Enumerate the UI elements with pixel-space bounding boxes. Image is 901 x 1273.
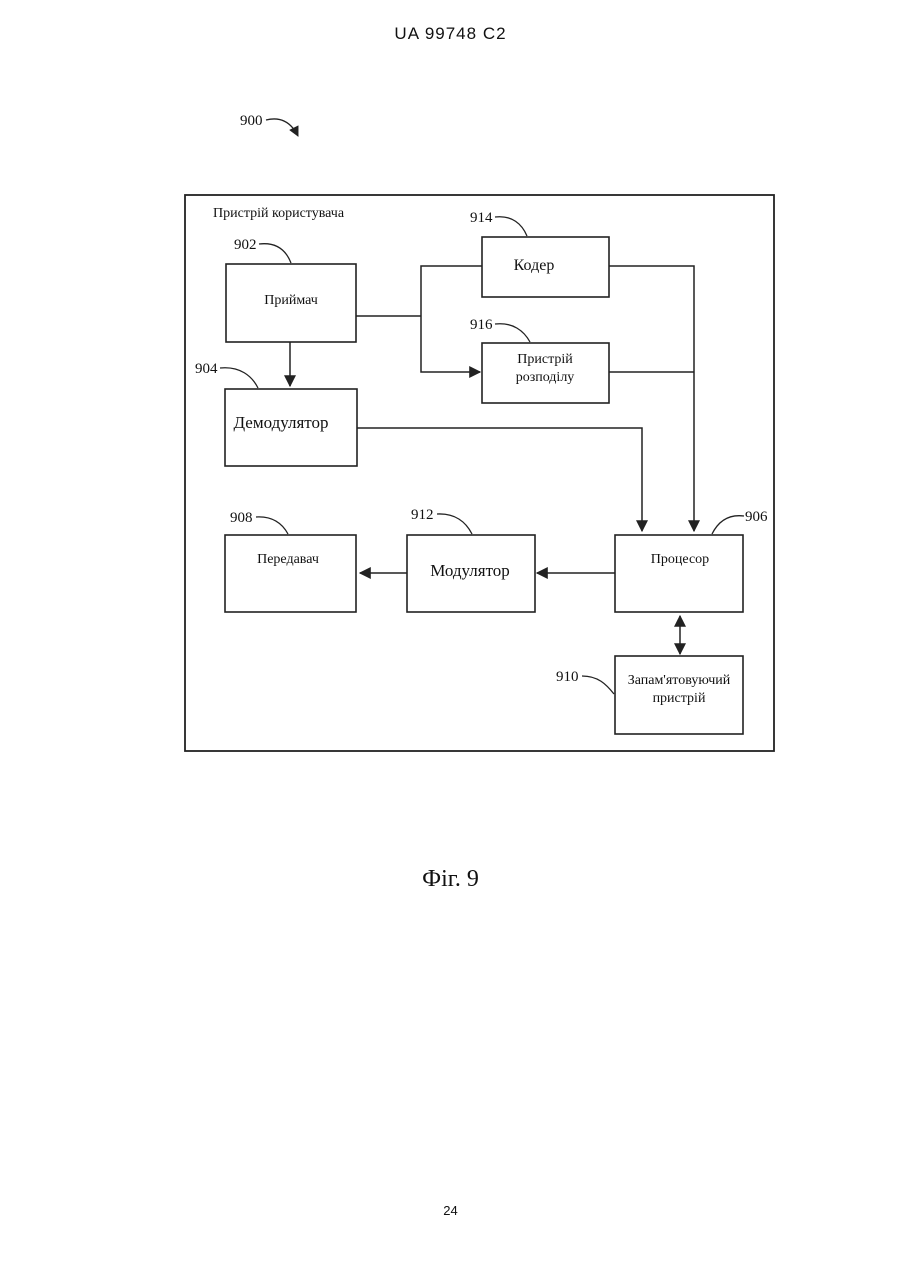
wire-branch-to-coder	[421, 266, 482, 316]
ref-906-leader	[712, 516, 744, 534]
ref-900-arrow	[266, 119, 298, 136]
figure-caption: Фіг. 9	[0, 866, 901, 893]
memory-label-line1: Запам'ятовуючий	[628, 673, 731, 688]
ref-910: 910	[556, 669, 579, 685]
demodulator-label: Демодулятор	[233, 413, 328, 432]
ref-912: 912	[411, 507, 434, 523]
coder-label: Кодер	[514, 257, 555, 274]
ref-908: 908	[230, 510, 253, 526]
splitter-label-line1: Пристрій	[517, 352, 573, 367]
ref-908-leader	[256, 517, 288, 534]
wire-coder-to-processor	[609, 266, 694, 531]
memory-label-line2: пристрій	[653, 691, 706, 706]
ref-916: 916	[470, 317, 493, 333]
ref-916-leader	[495, 324, 530, 342]
ref-904-leader	[220, 368, 258, 388]
ref-912-leader	[437, 514, 472, 534]
ref-914: 914	[470, 210, 493, 226]
processor-block	[615, 535, 743, 612]
page-number: 24	[0, 1203, 901, 1218]
ref-914-leader	[495, 217, 527, 236]
transmitter-block	[225, 535, 356, 612]
ref-902: 902	[234, 237, 257, 253]
ref-906: 906	[745, 509, 768, 525]
transmitter-label: Передавач	[257, 552, 319, 567]
splitter-label-line2: розподілу	[516, 370, 575, 385]
ref-904: 904	[195, 361, 218, 377]
processor-label: Процесор	[651, 552, 709, 567]
user-device-label: Пристрій користувача	[213, 206, 345, 221]
ref-910-leader	[582, 676, 614, 694]
modulator-label: Модулятор	[430, 561, 510, 580]
receiver-label: Приймач	[264, 293, 318, 308]
ref-902-leader	[259, 244, 291, 263]
wire-demodulator-to-processor	[357, 428, 642, 531]
ref-900: 900	[240, 113, 263, 129]
